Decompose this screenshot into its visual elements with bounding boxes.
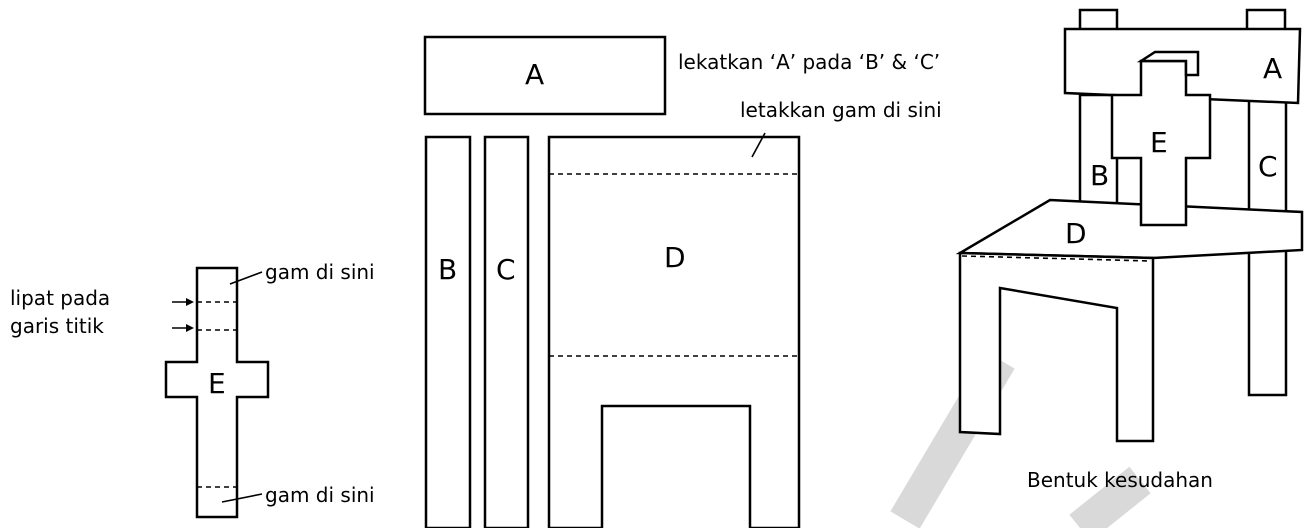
arrow-head-icon	[186, 298, 194, 306]
part-b-rect	[424, 135, 472, 528]
leader-line	[229, 271, 263, 285]
cross-e-top	[1136, 50, 1200, 77]
part-c-rect	[483, 135, 530, 528]
chair-label-c: C	[1258, 150, 1278, 183]
glue-label-bottom: gam di sini	[265, 483, 375, 507]
part-c-label: C	[496, 253, 516, 286]
fold-instruction-line-2: garis titik	[10, 314, 104, 338]
attach-instruction: lekatkan ‘A’ pada ‘B’ & ‘C’	[678, 50, 940, 74]
part-b-label: B	[438, 253, 457, 286]
seat-top	[955, 198, 1304, 260]
cross-shape	[164, 266, 270, 519]
part-e-cutout: E gam di sini gam di sini lipat pada gar…	[10, 260, 375, 519]
chair-label-d: D	[1065, 217, 1087, 250]
part-b-cutout: B	[424, 135, 472, 528]
part-d-label: D	[664, 241, 686, 274]
chair-label-a: A	[1263, 52, 1282, 85]
part-d-cutout: D letakkan gam di sini	[547, 98, 942, 528]
chair-label-b: B	[1090, 159, 1109, 192]
part-a-cutout: A lekatkan ‘A’ pada ‘B’ & ‘C’	[423, 35, 940, 116]
part-a-rect	[423, 35, 667, 116]
leader-line	[221, 493, 263, 503]
seat-front	[958, 251, 1155, 443]
part-a-label: A	[525, 58, 544, 91]
glue-instruction: letakkan gam di sini	[740, 98, 942, 122]
finished-caption: Bentuk kesudahan	[1027, 468, 1213, 492]
part-d-shape	[547, 135, 801, 528]
cross-e-3d	[1110, 59, 1212, 227]
arrow-head-icon	[186, 324, 194, 332]
finished-chair: A B C D E Bentuk kesudahan	[955, 8, 1304, 492]
part-c-cutout: C	[483, 135, 530, 528]
watermark	[890, 351, 1151, 528]
chair-label-e: E	[1150, 126, 1168, 159]
leader-line	[751, 132, 766, 158]
fold-line	[961, 255, 1152, 262]
part-e-label: E	[208, 367, 226, 400]
glue-label-top: gam di sini	[265, 260, 375, 284]
fold-instruction-line-1: lipat pada	[10, 286, 110, 310]
